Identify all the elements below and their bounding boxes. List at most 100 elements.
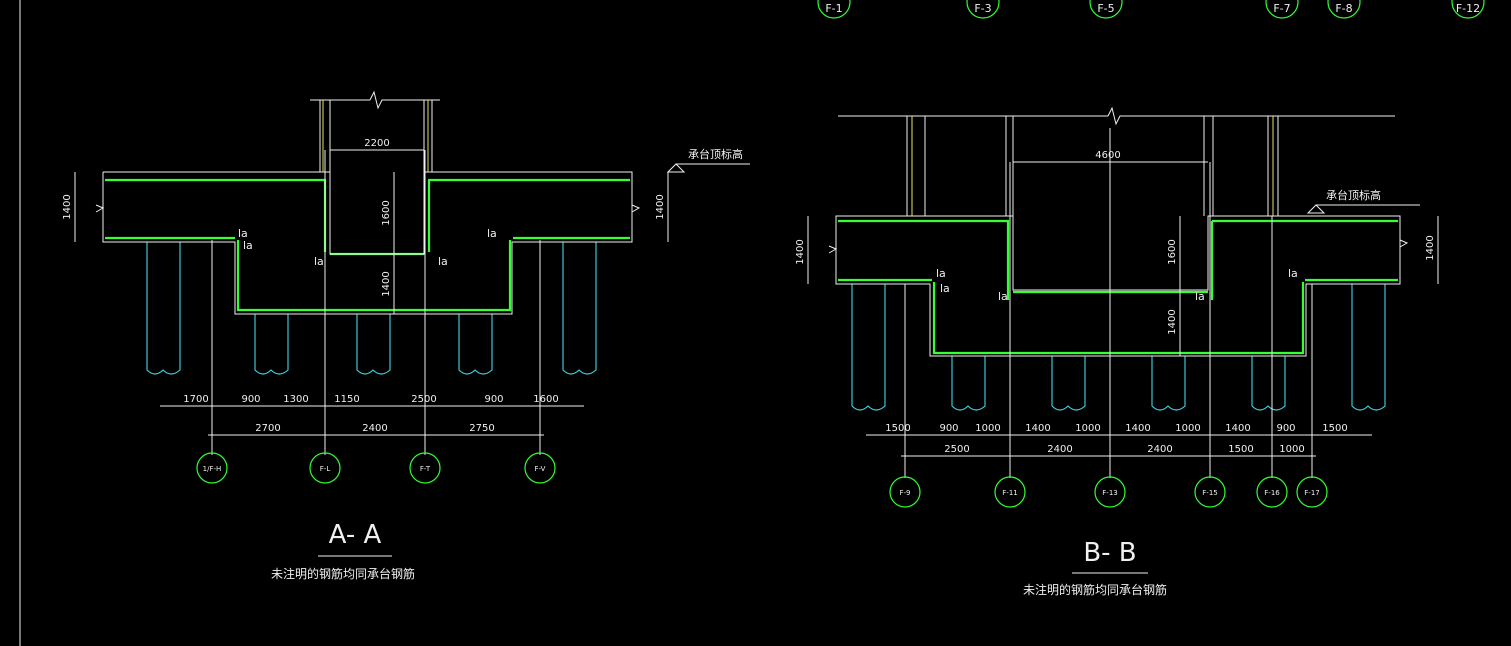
dim-value: 2400 (1147, 444, 1172, 455)
axis-bubble: F-13 (1094, 476, 1126, 508)
dim-value: 2750 (469, 423, 494, 434)
axis-bubble-top-2: F-3 (966, 0, 1000, 19)
dim-value: 2500 (411, 394, 436, 405)
la-label: la (936, 267, 946, 280)
section-a-rebar (105, 100, 630, 312)
dim-value: 900 (939, 423, 958, 434)
section-b-elevation-label: 承台顶标高 (1326, 188, 1381, 202)
section-b-dim-left-height: 1400 (795, 239, 806, 264)
section-a-elevation-marker: 承台顶标高 (666, 147, 750, 173)
dim-value: 1500 (1322, 423, 1347, 434)
section-b-dim-pit-lower: 1400 (1167, 309, 1178, 334)
la-label: la (940, 282, 950, 295)
section-b-elevation-marker: 承台顶标高 (1306, 188, 1420, 214)
axis-label: F-11 (1002, 489, 1017, 497)
section-a-dim-width: 2200 (364, 138, 389, 149)
la-label: la (1288, 267, 1298, 280)
dim-value: 1000 (1075, 423, 1100, 434)
axis-bubble-top-4: F-7 (1265, 0, 1299, 19)
dim-value: 1000 (975, 423, 1000, 434)
dim-value: 1150 (334, 394, 359, 405)
section-b-axis-bubbles: F-9 F-11 F-13 F-15 F-16 F-17 (889, 476, 1328, 508)
dim-value: 900 (484, 394, 503, 405)
dim-value: 900 (241, 394, 260, 405)
section-b-dim-width: 4600 (1095, 150, 1120, 161)
dim-value: 1500 (885, 423, 910, 434)
axis-label: F-L (320, 465, 331, 473)
axis-label: F-17 (1304, 489, 1319, 497)
section-b-note: 未注明的钢筋均同承台钢筋 (1023, 582, 1167, 597)
axis-bubble: F-L (309, 452, 341, 484)
section-b-rebar (838, 219, 1398, 355)
axis-label: F-T (420, 465, 431, 473)
axis-bubble: F-11 (994, 476, 1026, 508)
la-label: la (438, 255, 448, 268)
axis-label-top-2: F-3 (974, 2, 991, 15)
section-a-axis-bubbles: 1/F-H F-L F-T F-V (196, 452, 556, 484)
axis-label: F-16 (1264, 489, 1280, 497)
dim-value: 1300 (283, 394, 308, 405)
section-a-bottom-dims: 1700 900 1300 1150 2500 900 1600 (183, 394, 558, 405)
axis-bubble: F-V (524, 452, 556, 484)
section-a-la-labels: la la la la la (238, 227, 497, 268)
la-label: la (314, 255, 324, 268)
dim-value: 900 (1276, 423, 1295, 434)
section-b-title: B- B (1083, 538, 1136, 568)
axis-bubble: F-T (409, 452, 441, 484)
dim-value: 1700 (183, 394, 208, 405)
section-a-concrete-outline (102, 90, 633, 315)
dim-value: 1400 (1125, 423, 1150, 434)
section-b-piles (851, 284, 1386, 411)
la-label: la (998, 290, 1008, 303)
axis-bubble: 1/F-H (196, 452, 228, 484)
section-a-dim-right-height: 1400 (655, 194, 666, 219)
dim-value: 2400 (362, 423, 387, 434)
section-b-right-break (1399, 239, 1409, 248)
section-b-left-break (828, 245, 838, 254)
section-a-axis-lines (211, 150, 541, 455)
dim-value: 1000 (1175, 423, 1200, 434)
axis-label: F-13 (1102, 489, 1117, 497)
la-label: la (1195, 290, 1205, 303)
section-b-concrete-outline (835, 215, 1401, 357)
section-a-dim-pit-upper: 1600 (381, 200, 392, 225)
section-a-note: 未注明的钢筋均同承台钢筋 (271, 566, 415, 581)
top-axis-bubbles: F-1 F-3 F-5 F-7 F-8 F-12 (817, 0, 1485, 19)
section-a-right-break (631, 204, 641, 213)
axis-label-top-3: F-5 (1097, 2, 1114, 15)
axis-bubble: F-9 (889, 476, 921, 508)
axis-bubble-top-3: F-5 (1089, 0, 1123, 19)
dim-value: 2500 (944, 444, 969, 455)
axis-label: F-9 (899, 489, 910, 497)
section-a-dim-pit-lower: 1400 (381, 271, 392, 296)
dim-value: 1500 (1228, 444, 1253, 455)
section-a-title: A- A (329, 520, 382, 550)
axis-bubble-top-6: F-12 (1451, 0, 1485, 19)
section-b-b: 4600 1400 1400 1600 1400 la la la la la … (795, 106, 1439, 597)
axis-label-top-1: F-1 (825, 2, 842, 15)
axis-label-top-6: F-12 (1456, 2, 1480, 15)
section-a-left-break (95, 204, 105, 213)
axis-bubble-top-1: F-1 (817, 0, 851, 19)
dim-value: 1000 (1279, 444, 1304, 455)
axis-label-top-4: F-7 (1273, 2, 1290, 15)
section-a-pit (329, 172, 425, 255)
section-b-dim-right-height: 1400 (1425, 235, 1436, 260)
section-b-axis-dims: 2500 2400 2400 1500 1000 (944, 444, 1304, 455)
dim-value: 2700 (255, 423, 280, 434)
la-label: la (238, 227, 248, 240)
dim-value: 2400 (1047, 444, 1072, 455)
section-b-la-labels: la la la la la (936, 267, 1298, 303)
section-a-a: 2200 1400 1400 1600 1400 la la la la la … (62, 90, 750, 581)
section-a-piles (146, 242, 597, 375)
la-label: la (487, 227, 497, 240)
dim-value: 1600 (533, 394, 558, 405)
axis-bubble-top-5: F-8 (1327, 0, 1361, 19)
la-label: la (243, 239, 253, 252)
section-a-elevation-label: 承台顶标高 (688, 147, 743, 161)
axis-label: F-15 (1202, 489, 1217, 497)
axis-bubble: F-16 (1256, 476, 1288, 508)
axis-bubble: F-17 (1296, 476, 1328, 508)
dim-value: 1400 (1025, 423, 1050, 434)
